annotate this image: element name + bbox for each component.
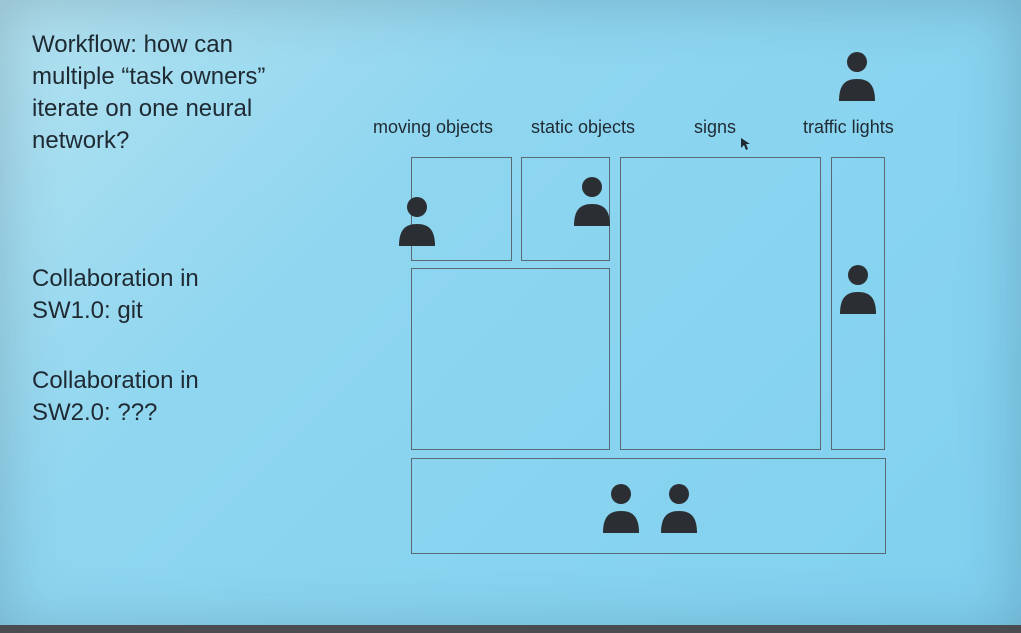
- collaboration-sw1: Collaboration in SW1.0: git: [32, 263, 199, 327]
- signs-head-box: [620, 157, 821, 450]
- person-icon: [838, 264, 878, 316]
- question-line-2: multiple “task owners”: [32, 63, 266, 90]
- static-objects-head-box: [521, 157, 610, 261]
- label-moving-objects: moving objects: [373, 117, 494, 137]
- sw2-line-1: Collaboration in: [32, 367, 199, 394]
- backbone-box: [411, 458, 886, 554]
- label-traffic-lights: traffic lights: [803, 117, 894, 137]
- label-signs: signs: [694, 117, 737, 137]
- person-icon: [572, 176, 612, 228]
- sw2-line-2: SW2.0: ???: [32, 399, 158, 426]
- person-icon: [397, 196, 437, 248]
- person-icon: [837, 51, 877, 103]
- shared-trunk-box: [411, 268, 610, 450]
- workflow-question: Workflow: how can multiple “task owners”…: [32, 29, 265, 157]
- collaboration-sw2: Collaboration in SW2.0: ???: [32, 365, 199, 429]
- question-line-4: network?: [32, 127, 130, 154]
- mouse-cursor-icon: [741, 137, 751, 150]
- screen-bezel: [0, 625, 1021, 633]
- person-icon: [601, 483, 641, 535]
- question-line-3: iterate on one neural: [32, 95, 253, 122]
- sw1-line-1: Collaboration in: [32, 265, 199, 292]
- label-static-objects: static objects: [531, 117, 636, 137]
- person-icon: [659, 483, 699, 535]
- sw1-line-2: SW1.0: git: [32, 297, 143, 324]
- question-line-1: Workflow: how can: [32, 31, 233, 58]
- traffic-lights-head-box: [831, 157, 885, 450]
